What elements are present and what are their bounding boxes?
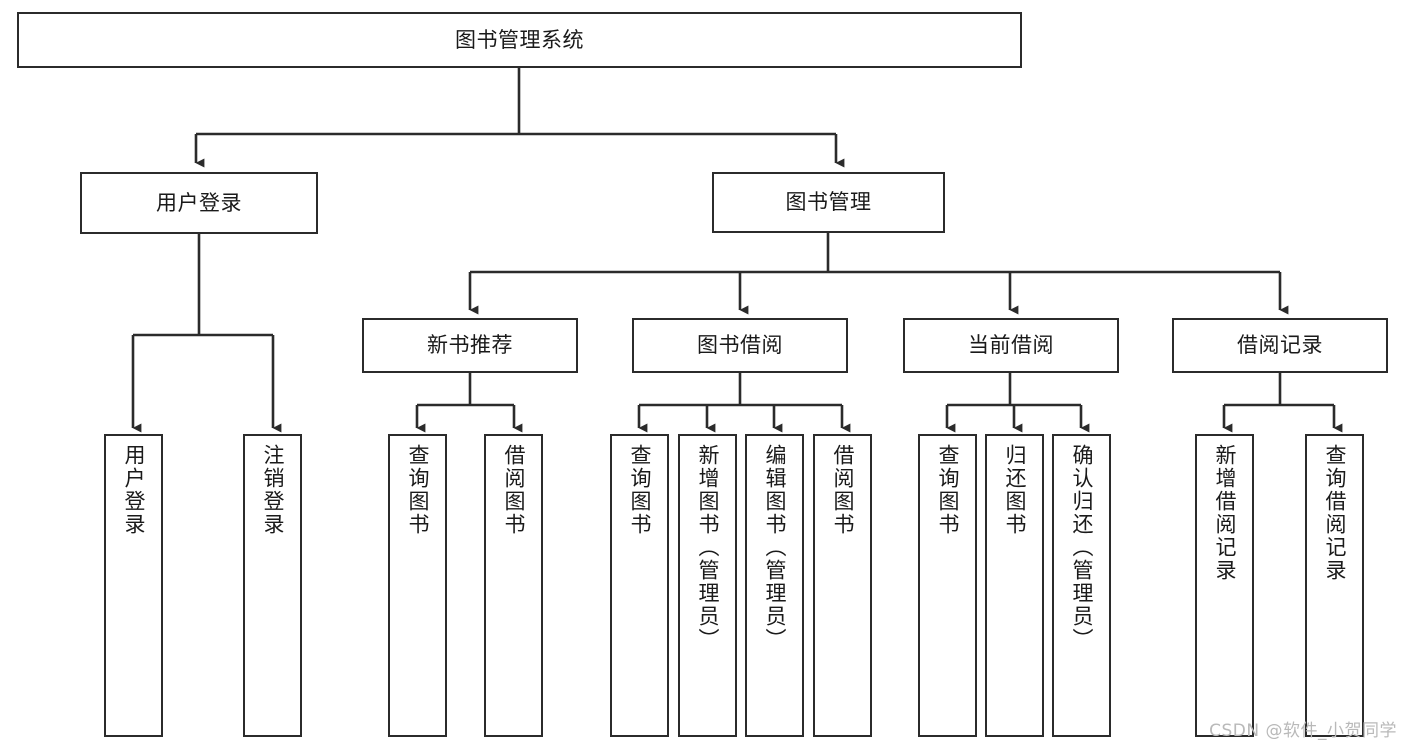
node-leaf-query-book-3[interactable]: 查询图书: [918, 434, 977, 737]
node-user-login[interactable]: 用户登录: [80, 172, 318, 234]
node-leaf-add-book-label: 新增图书（管理员）: [695, 444, 720, 651]
node-borrow-record[interactable]: 借阅记录: [1172, 318, 1388, 373]
node-book-manage-label: 图书管理: [785, 190, 872, 215]
node-leaf-edit-book-label: 编辑图书（管理员）: [762, 444, 787, 651]
node-root[interactable]: 图书管理系统: [17, 12, 1022, 68]
node-leaf-user-login-label: 用户登录: [121, 444, 146, 536]
node-leaf-confirm-return[interactable]: 确认归还（管理员）: [1052, 434, 1111, 737]
node-leaf-query-book-2[interactable]: 查询图书: [610, 434, 669, 737]
node-leaf-add-record-label: 新增借阅记录: [1212, 444, 1237, 582]
node-new-book-recommend-label: 新书推荐: [427, 333, 513, 358]
node-leaf-query-book-1[interactable]: 查询图书: [388, 434, 447, 737]
node-leaf-borrow-book-1-label: 借阅图书: [501, 444, 526, 536]
node-borrow-record-label: 借阅记录: [1237, 333, 1323, 358]
csdn-watermark: CSDN @软件_小贺同学: [1209, 721, 1397, 741]
node-leaf-confirm-return-label: 确认归还（管理员）: [1069, 444, 1094, 651]
node-leaf-add-book[interactable]: 新增图书（管理员）: [678, 434, 737, 737]
node-leaf-borrow-book-2-label: 借阅图书: [830, 444, 855, 536]
node-leaf-query-record[interactable]: 查询借阅记录: [1305, 434, 1364, 737]
node-leaf-query-book-2-label: 查询图书: [627, 444, 652, 536]
node-new-book-recommend[interactable]: 新书推荐: [362, 318, 578, 373]
node-book-manage[interactable]: 图书管理: [712, 172, 945, 233]
node-leaf-logout-label: 注销登录: [260, 444, 285, 536]
node-leaf-logout[interactable]: 注销登录: [243, 434, 302, 737]
node-root-label: 图书管理系统: [455, 27, 584, 52]
node-current-borrow[interactable]: 当前借阅: [903, 318, 1119, 373]
node-leaf-user-login[interactable]: 用户登录: [104, 434, 163, 737]
node-leaf-edit-book[interactable]: 编辑图书（管理员）: [745, 434, 804, 737]
node-book-borrow[interactable]: 图书借阅: [632, 318, 848, 373]
node-leaf-return-book-label: 归还图书: [1002, 444, 1027, 536]
node-book-borrow-label: 图书借阅: [697, 333, 783, 358]
node-leaf-borrow-book-1[interactable]: 借阅图书: [484, 434, 543, 737]
node-leaf-query-book-1-label: 查询图书: [405, 444, 430, 536]
node-leaf-return-book[interactable]: 归还图书: [985, 434, 1044, 737]
node-leaf-query-book-3-label: 查询图书: [935, 444, 960, 536]
node-user-login-label: 用户登录: [156, 190, 242, 215]
node-leaf-add-record[interactable]: 新增借阅记录: [1195, 434, 1254, 737]
node-leaf-query-record-label: 查询借阅记录: [1322, 444, 1347, 582]
node-current-borrow-label: 当前借阅: [968, 333, 1054, 358]
node-leaf-borrow-book-2[interactable]: 借阅图书: [813, 434, 872, 737]
